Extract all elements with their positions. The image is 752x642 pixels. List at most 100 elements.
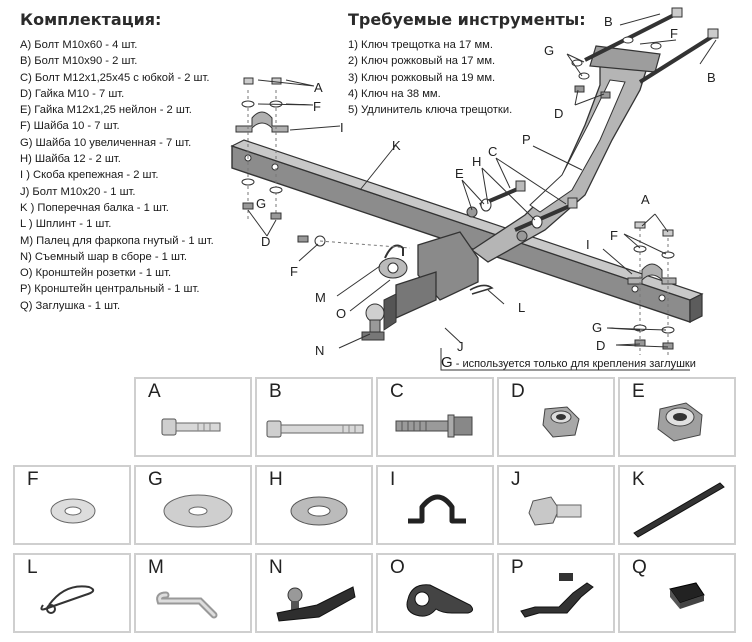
bolt-long-icon: [266, 420, 364, 438]
towball-assembly-icon: [276, 586, 356, 622]
callout-label: C: [488, 144, 497, 159]
leader-lines: [247, 13, 717, 349]
nut-icon: [542, 406, 580, 438]
callout-label: D: [596, 338, 605, 353]
part-tile-a: A: [134, 377, 252, 457]
part-tile-q: Q: [618, 553, 736, 633]
part-letter: Q: [632, 557, 647, 578]
callout-label: F: [670, 26, 678, 41]
part-tile-j: J: [497, 465, 615, 545]
cotter-pin-drawing: [469, 284, 494, 295]
callout-label: N: [315, 343, 324, 358]
towball-drawing: [361, 303, 385, 341]
tool-item: 4) Ключ на 38 мм.: [348, 87, 441, 100]
kit-item: L ) Шплинт - 1 шт.: [20, 218, 112, 231]
part-tile-h: H: [255, 465, 373, 545]
hitch-receiver-drawing: [378, 231, 479, 331]
plug-cap-icon: [669, 582, 705, 609]
callout-label: I: [340, 120, 344, 135]
part-tile-m: M: [134, 553, 252, 633]
part-tile-b: B: [255, 377, 373, 457]
callout-label: D: [554, 106, 563, 121]
part-letter: M: [148, 557, 164, 578]
g-note-text: - используется только для крепления загл…: [452, 358, 696, 370]
callout-label: L: [518, 300, 525, 315]
kit-item: M) Палец для фаркопа гнутый - 1 шт.: [20, 234, 214, 247]
g-note-bracket: [440, 348, 690, 371]
callout-labels: A F I G D F M O N K E H C P G D B F B L …: [256, 14, 716, 358]
part-letter: K: [632, 469, 645, 490]
bolt-short-icon: [161, 418, 221, 436]
kit-item: B) Болт М10х90 - 2 шт.: [20, 55, 138, 68]
callout-label: B: [707, 70, 716, 85]
flange-bolt-icon: [395, 414, 473, 438]
kit-item: N) Съемный шар в сборе - 1 шт.: [20, 250, 187, 263]
bolt-m10x20-icon: [528, 496, 582, 526]
washer-icon: [50, 498, 96, 524]
part-letter: F: [27, 469, 39, 490]
part-letter: D: [511, 381, 525, 402]
top-bolts-group: [571, 7, 719, 99]
large-washer-icon: [163, 494, 233, 528]
callout-label: J: [457, 339, 464, 354]
kit-item: Q) Заглушка - 1 шт.: [20, 299, 121, 312]
part-letter: J: [511, 469, 521, 490]
part-letter: N: [269, 557, 283, 578]
part-letter: A: [148, 381, 161, 402]
g-note-letter: G: [441, 354, 453, 371]
kit-title: Комплектация:: [20, 10, 162, 29]
part-tile-k: K: [618, 465, 736, 545]
kit-item: O) Кронштейн розетки - 1 шт.: [20, 267, 172, 280]
kit-list: A) Болт М10х60 - 4 шт. B) Болт М10х90 - …: [20, 37, 214, 314]
cross-beam-icon: [633, 482, 725, 538]
central-bracket-drawing: [470, 45, 661, 263]
tools-title: Требуемые инструменты:: [348, 10, 586, 29]
tool-item: 1) Ключ трещотка на 17 мм.: [348, 39, 493, 51]
part-letter: P: [511, 557, 524, 578]
callout-label: G: [256, 196, 266, 211]
c-bolts-group: [466, 180, 578, 242]
cotter-pin-icon: [40, 585, 95, 614]
part-letter: G: [148, 469, 163, 490]
bracket-clamp-icon: [408, 494, 466, 524]
callout-label: A: [641, 192, 650, 207]
part-letter: I: [390, 469, 396, 490]
part-letter: C: [390, 381, 404, 402]
part-tile-d: D: [497, 377, 615, 457]
part-tile-f: F: [13, 465, 131, 545]
callout-label: F: [313, 99, 321, 114]
part-tile-i: I: [376, 465, 494, 545]
socket-bracket-icon: [406, 584, 474, 617]
callout-label: E: [455, 166, 464, 181]
part-tile-o: O: [376, 553, 494, 633]
callout-label: G: [544, 43, 554, 58]
nylon-nut-icon: [657, 402, 703, 442]
callout-label: B: [604, 14, 613, 29]
kit-item: J) Болт М10х20 - 1 шт.: [20, 185, 136, 198]
kit-item: D) Гайка М10 - 7 шт.: [20, 87, 125, 100]
cross-beam-drawing: [230, 139, 704, 323]
callout-label: O: [336, 306, 346, 321]
part-tile-c: C: [376, 377, 494, 457]
callout-label: K: [392, 138, 401, 153]
part-letter: H: [269, 469, 283, 490]
part-letter: O: [390, 557, 405, 578]
washer-12-icon: [290, 496, 348, 526]
callout-label: D: [261, 234, 270, 249]
kit-item: G) Шайба 10 увеличенная - 7 шт.: [20, 136, 192, 149]
callout-label: F: [610, 228, 618, 243]
kit-item: E) Гайка М12х1,25 нейлон - 2 шт.: [20, 104, 192, 117]
part-tile-p: P: [497, 553, 615, 633]
assembly-diagram: A F I G D F M O N K E H C P G D B F B L …: [230, 7, 719, 371]
kit-item: I ) Скоба крепежная - 2 шт.: [20, 169, 159, 182]
kit-item: H) Шайба 12 - 2 шт.: [20, 153, 121, 166]
callout-label: F: [290, 264, 298, 279]
part-tile-e: E: [618, 377, 736, 457]
tool-item: 2) Ключ рожковый на 17 мм.: [348, 55, 496, 68]
callout-label: G: [592, 320, 602, 335]
g-note: G - используется только для крепления за…: [441, 354, 696, 371]
part-letter: E: [632, 381, 645, 402]
kit-item: C) Болт М12х1,25х45 с юбкой - 2 шт.: [20, 71, 210, 84]
kit-item: P) Кронштейн центральный - 1 шт.: [20, 283, 200, 296]
part-tile-n: N: [255, 553, 373, 633]
